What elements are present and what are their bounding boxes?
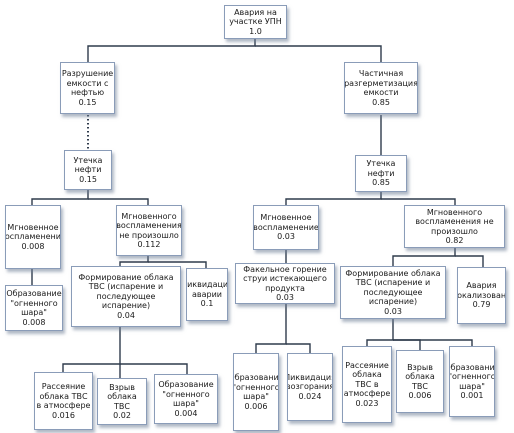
connector xyxy=(255,304,287,353)
connector xyxy=(392,248,456,266)
event-cloud-explosion-right: Взрыв облака ТВС 0.006 xyxy=(396,350,444,413)
event-cloud-formation-right: Формирование облака ТВС (испарение и пос… xyxy=(340,266,446,319)
connector xyxy=(393,339,421,350)
node-probability: 0.02 xyxy=(113,411,131,420)
node-label: Авария локализована xyxy=(457,281,506,300)
event-ignition-left: Мгновенное воспламенение 0.008 xyxy=(5,205,61,269)
connectors xyxy=(31,38,484,378)
event-fire-liquidation-right: Ликвидация возгорания 0.024 xyxy=(287,353,333,421)
node-label: Образование "огненного шара" xyxy=(6,289,62,317)
node-label: Частичная разгерметизация емкости xyxy=(344,69,418,97)
event-fire-left: Образование "огненного шара" 0.004 xyxy=(154,374,218,424)
connector xyxy=(393,339,473,346)
connector xyxy=(455,255,484,267)
event-fireball-right: Образование "огненного шара" 0.006 xyxy=(233,353,279,431)
node-label: Формирование облака ТВС (испарение и пос… xyxy=(345,268,441,307)
event-partial-depressurization: Частичная разгерметизация емкости 0.85 xyxy=(344,62,418,114)
node-probability: 0.016 xyxy=(52,410,75,420)
connector xyxy=(285,192,382,205)
node-probability: 0.82 xyxy=(445,236,464,245)
event-jet-torch: Факельное горение струи истекающего прод… xyxy=(235,263,335,304)
node-probability: 0.023 xyxy=(355,398,379,408)
node-probability: 0.006 xyxy=(244,401,268,411)
event-leak-right: Утечка нефти 0.85 xyxy=(355,155,407,192)
node-probability: 0.04 xyxy=(117,310,135,320)
connector xyxy=(88,198,149,205)
node-label: Мгновенного воспламенения не произошло xyxy=(415,207,494,236)
node-label: Факельное горение струи истекающего прод… xyxy=(243,264,327,293)
event-no-ignition-left: Мгновенного воспламенения не произошло 0… xyxy=(116,205,182,256)
node-probability: 0.85 xyxy=(372,178,390,188)
event-cloud-explosion-left: Взрыв облака ТВС 0.02 xyxy=(97,378,147,425)
event-cloud-dispersion-right: Рассеяние облака ТВС в атмосфере 0.023 xyxy=(342,346,392,423)
node-label: Рассеяние облака ТВС в атмосфере xyxy=(36,382,91,410)
node-probability: 0.1 xyxy=(200,299,214,309)
event-cloud-dispersion-left: Рассеяние облака ТВС в атмосфере 0.016 xyxy=(34,372,93,430)
node-probability: 0.15 xyxy=(78,97,97,107)
node-probability: 0.112 xyxy=(137,240,161,249)
event-ignition-right: Мгновенное воспламенение 0.03 xyxy=(253,205,319,250)
node-label: Взрыв облака ТВС xyxy=(405,362,435,391)
node-probability: 0.79 xyxy=(472,300,491,310)
node-label: Утечка нефти xyxy=(366,159,396,178)
event-cloud-formation-left: Формирование облака ТВС (испарение и пос… xyxy=(71,266,181,327)
connector xyxy=(286,343,311,353)
node-probability: 0.008 xyxy=(21,241,45,251)
connector xyxy=(119,255,149,266)
node-label: Рассеяние облака ТВС в атмосфере xyxy=(343,360,391,399)
event-no-ignition-right: Мгновенного воспламенения не произошло 0… xyxy=(404,205,505,248)
node-probability: 1.0 xyxy=(249,26,262,36)
node-label: Авария на участке УПН xyxy=(229,7,282,27)
node-probability: 0.85 xyxy=(372,97,390,107)
node-label: Образование "огненного шара" xyxy=(449,362,495,391)
connector xyxy=(381,198,456,205)
node-label: Взрыв облака ТВС xyxy=(107,382,137,411)
connector-root xyxy=(87,38,256,62)
node-label: Ликвидация аварии xyxy=(187,280,228,299)
node-probability: 0.006 xyxy=(408,391,432,400)
connector xyxy=(148,261,207,268)
node-label: Образование "огненного шара" xyxy=(158,380,214,408)
event-leak-left: Утечка нефти 0.15 xyxy=(64,150,112,190)
root-event: Авария на участке УПН 1.0 xyxy=(224,5,287,39)
event-accident-liquidation-left: Ликвидация аварии 0.1 xyxy=(186,268,228,321)
node-label: Разрушение емкости с нефтью xyxy=(61,69,114,97)
event-fireball-left: Образование "огненного шара" 0.008 xyxy=(5,285,63,331)
node-label: Образование "огненного шара" xyxy=(233,373,279,401)
node-label: Мгновенного воспламенения не произошло xyxy=(116,211,182,240)
node-label: Формирование облака ТВС (испарение и пос… xyxy=(78,272,174,311)
node-probability: 0.15 xyxy=(79,174,97,184)
node-probability: 0.024 xyxy=(298,391,322,401)
event-accident-localized: Авария локализована 0.79 xyxy=(457,267,506,324)
node-probability: 0.03 xyxy=(276,293,294,302)
connector xyxy=(120,363,188,374)
connector-root xyxy=(255,45,382,62)
node-probability: 0.03 xyxy=(277,232,295,242)
node-label: Мгновенное воспламенение xyxy=(5,222,61,242)
connector xyxy=(31,190,89,205)
node-label: Утечка нефти xyxy=(73,155,103,175)
node-probability: 0.008 xyxy=(22,317,46,327)
node-probability: 0.001 xyxy=(460,391,484,400)
node-probability: 0.03 xyxy=(384,306,402,316)
event-fire-right: Образование "огненного шара" 0.001 xyxy=(449,346,495,417)
event-destruction: Разрушение емкости с нефтью 0.15 xyxy=(60,62,115,114)
node-label: Ликвидация возгорания xyxy=(287,372,333,392)
node-probability: 0.004 xyxy=(174,408,198,418)
connector xyxy=(62,326,121,372)
node-label: Мгновенное воспламенение xyxy=(253,213,319,232)
connector xyxy=(366,318,394,346)
